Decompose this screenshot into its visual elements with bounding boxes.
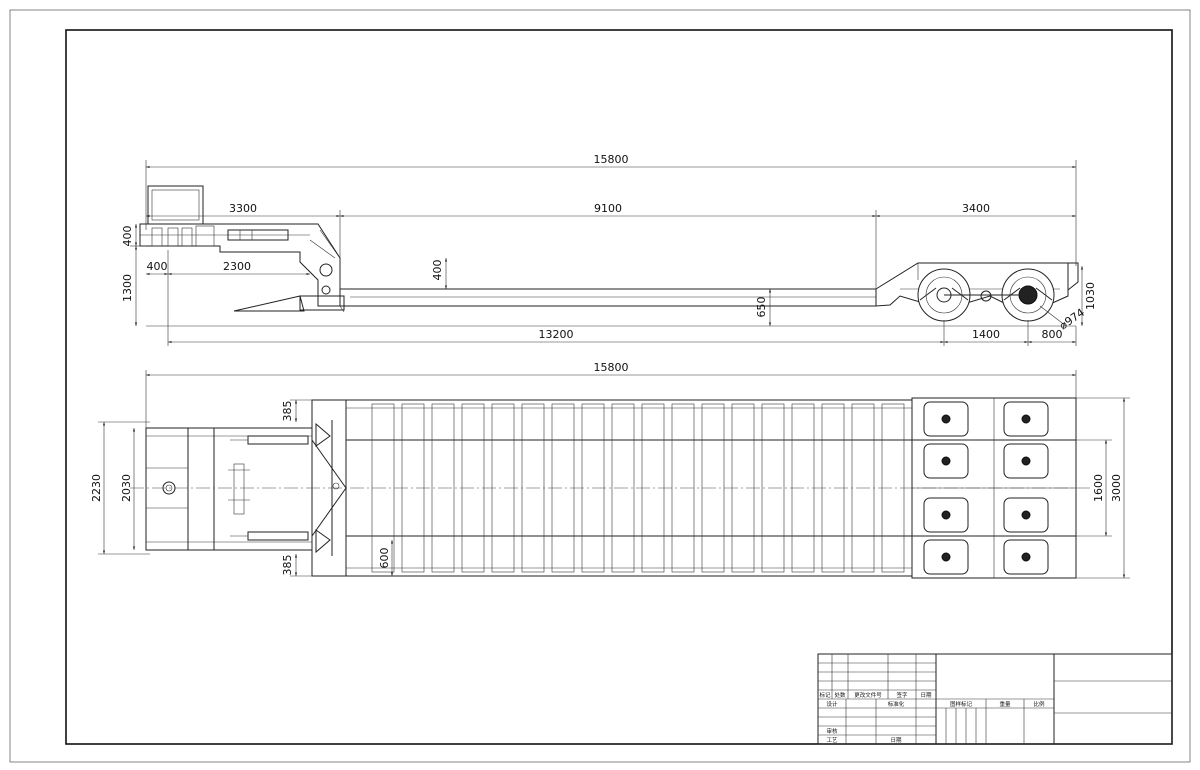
dim-gooseneck-height: 400 — [121, 226, 134, 247]
dim-gooseneck-span: 2300 — [223, 260, 251, 273]
hydraulic-cylinder — [227, 229, 289, 241]
dim-deck-height: 650 — [755, 297, 768, 318]
tb-date2: 日期 — [890, 737, 902, 744]
tb-design: 设计 — [826, 700, 838, 708]
tb-standardize: 标准化 — [888, 700, 905, 708]
dim-front-height: 1300 — [121, 274, 134, 302]
low-deck — [339, 288, 877, 307]
dim-front-width-inner: 2030 — [120, 474, 133, 502]
plan-view: 15800 — [90, 361, 1130, 579]
tb-process: 工艺 — [826, 737, 838, 744]
inner-frame — [65, 29, 1173, 745]
side-view: 15800 3300 9100 3400 400 1300 400 2300 4… — [121, 153, 1097, 346]
deck-plan — [345, 399, 913, 577]
tb-count: 处数 — [834, 691, 846, 699]
tb-weight: 重量 — [999, 700, 1011, 708]
outer-frame — [9, 9, 1191, 763]
dim-front-width-outer: 2230 — [90, 474, 103, 502]
dim-kingpin-offset: 400 — [147, 260, 168, 273]
cab-screen — [147, 185, 204, 225]
tb-review: 审核 — [826, 727, 838, 735]
tb-sign: 签字 — [896, 691, 908, 699]
tb-scale: 比例 — [1033, 700, 1045, 708]
dim-deck-step: 400 — [431, 260, 444, 281]
front-ramp — [233, 295, 305, 312]
dim-axle-spacing: 1400 — [972, 328, 1000, 341]
dim-beam-spacing: 600 — [378, 548, 391, 569]
tb-mark: 标记 — [819, 691, 831, 699]
dim-tire-diameter: ⌀974 — [1057, 306, 1087, 332]
dim-overall-length: 15800 — [594, 153, 629, 166]
dim-overall-width: 3000 — [1110, 474, 1123, 502]
dim-track-inner: 1600 — [1092, 474, 1105, 502]
tb-drawing-mark: 图样标记 — [950, 700, 973, 708]
cylinder-plan-bottom — [247, 531, 309, 541]
dim-side-offset-bottom: 385 — [281, 555, 294, 576]
dim-rear-height: 1030 — [1084, 282, 1097, 310]
tb-date: 日期 — [920, 692, 932, 699]
dim-rear-overhang: 800 — [1042, 328, 1063, 341]
tb-change-doc: 更改文件号 — [854, 691, 882, 699]
dim-rear-length: 3400 — [962, 202, 990, 215]
dim-gooseneck-length: 3300 — [229, 202, 257, 215]
dim-plan-overall-length: 15800 — [594, 361, 629, 374]
bogie-wheels — [923, 401, 1049, 575]
cylinder-plan-top — [247, 435, 309, 445]
title-block: 标记 处数 更改文件号 签字 日期 设计 标准化 审核 工艺 日期 图样标记 重… — [817, 653, 1173, 745]
dim-deck-length: 9100 — [594, 202, 622, 215]
dim-wheelbase-span: 13200 — [539, 328, 574, 341]
dim-side-offset-top: 385 — [281, 401, 294, 422]
